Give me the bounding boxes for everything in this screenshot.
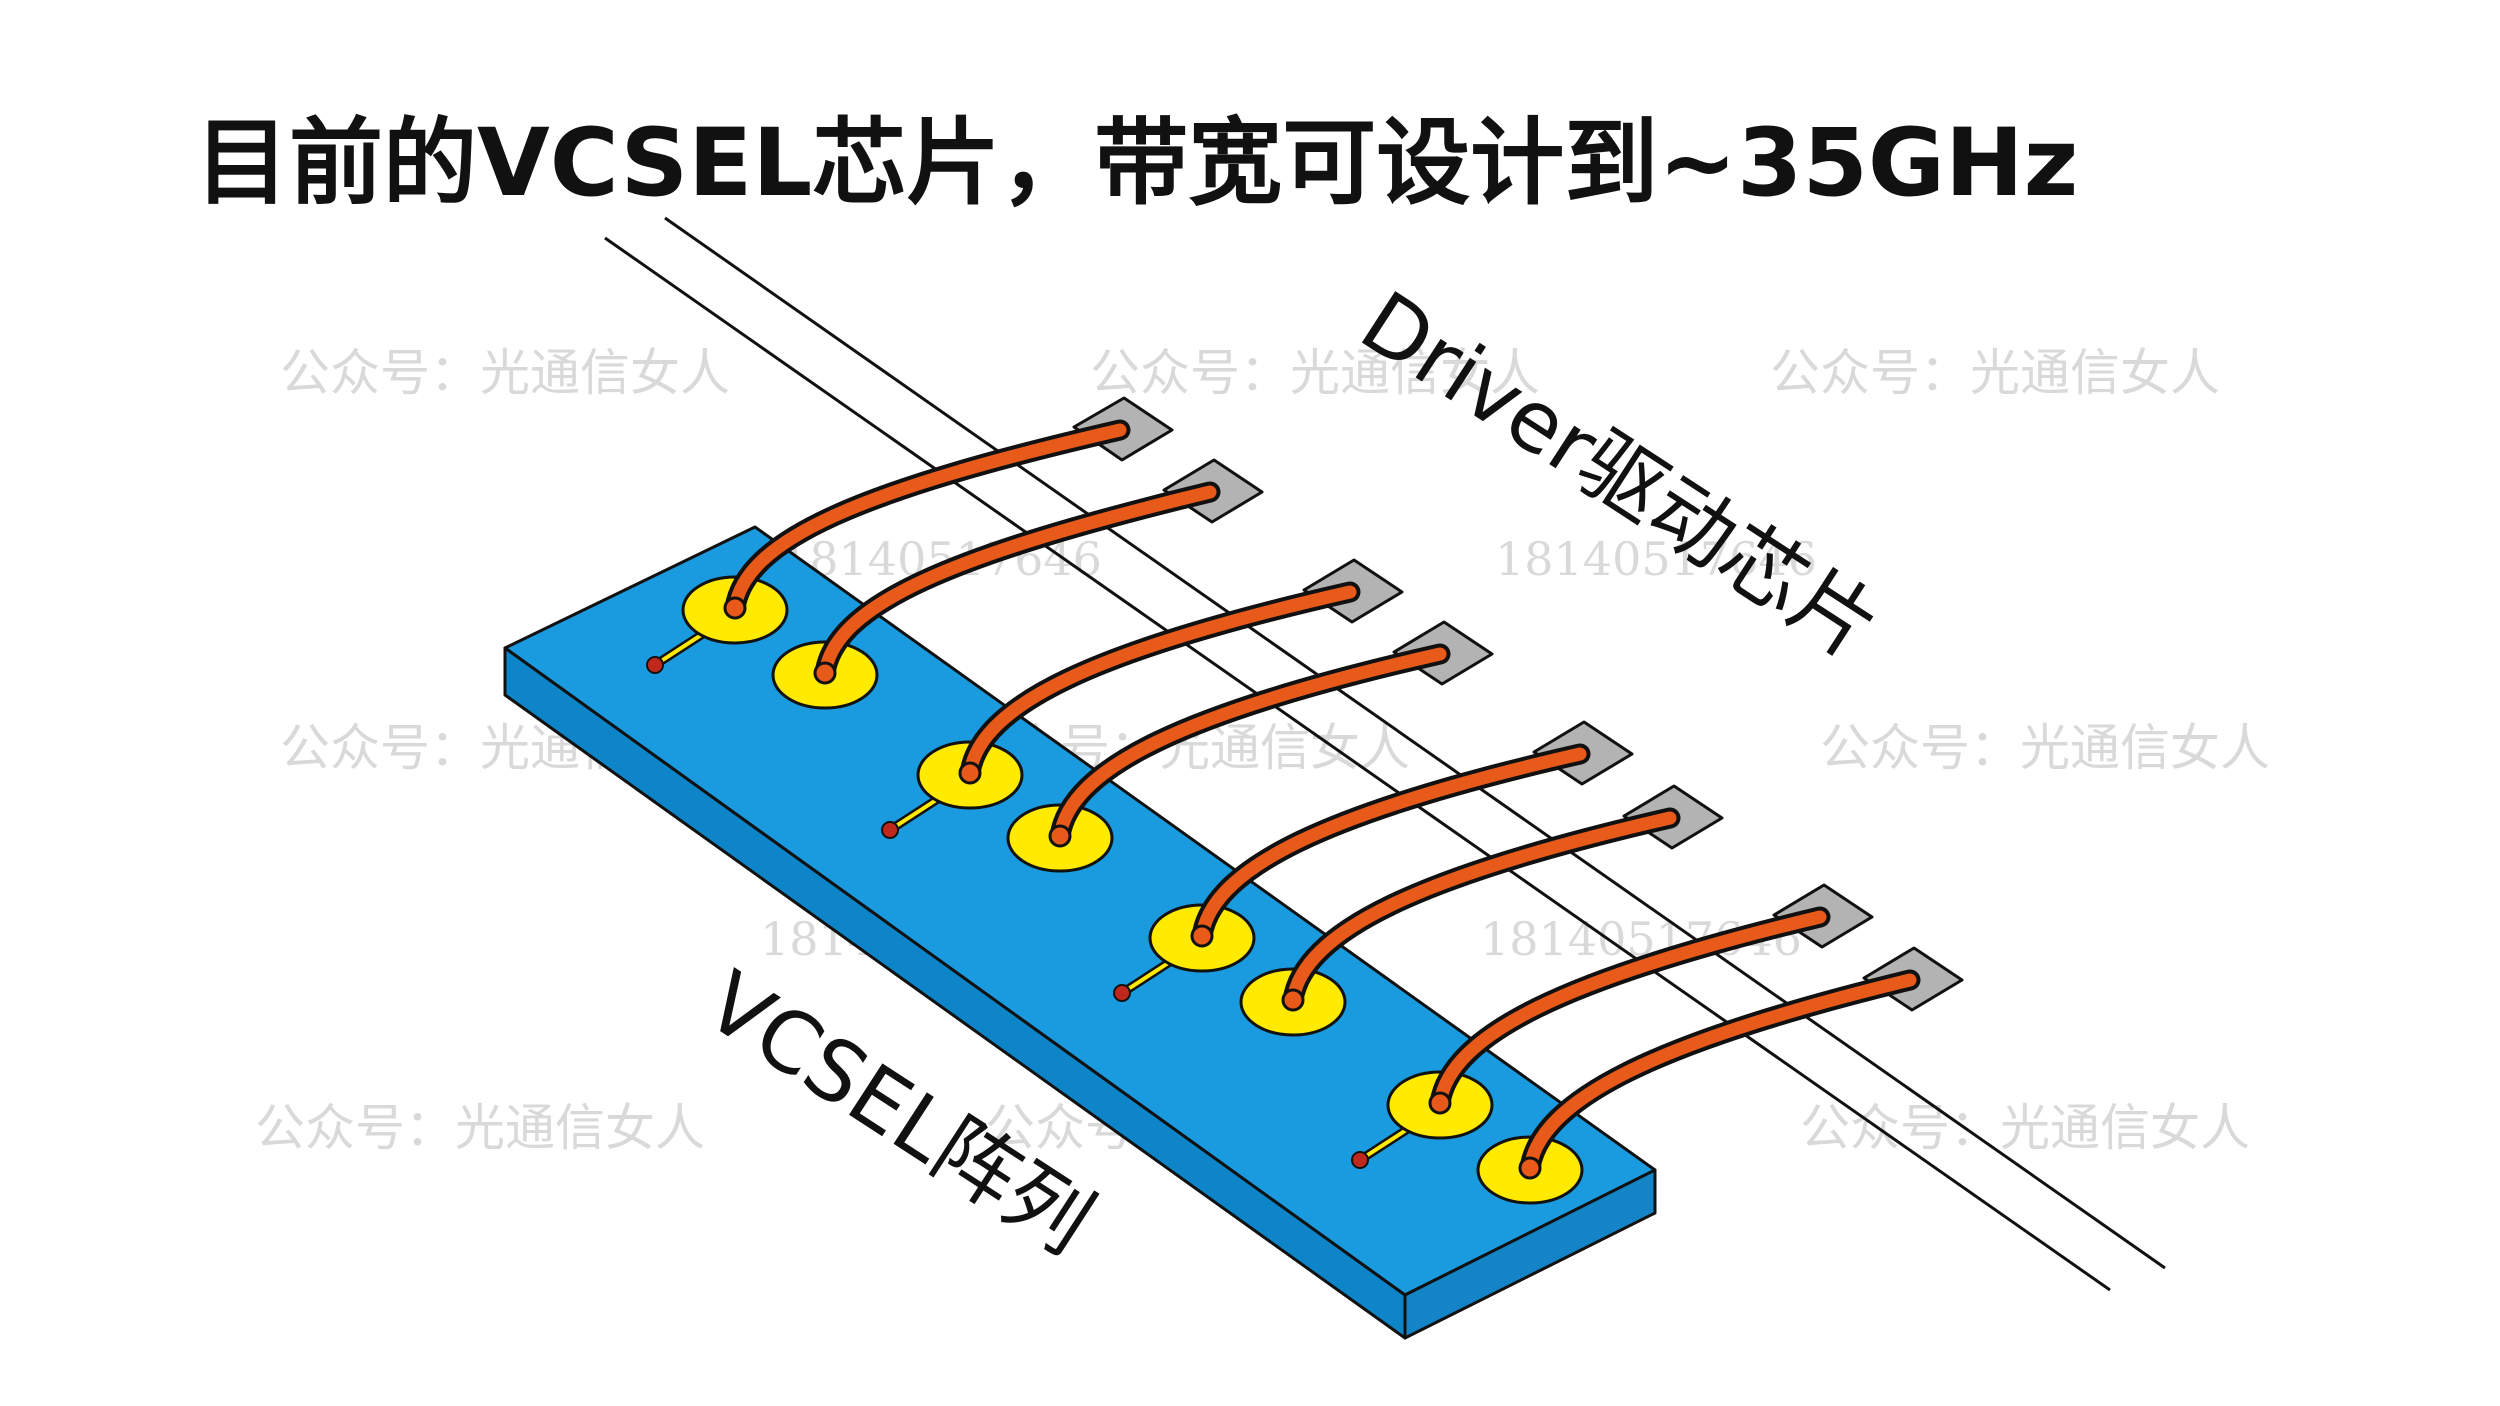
watermark-phone: 18140517646 — [1495, 532, 1817, 586]
driver-chip-label: Driver驱动芯片 — [1344, 273, 1896, 679]
emitter-dot — [1351, 1151, 1369, 1169]
driver-chip-edge-line — [664, 216, 2166, 1270]
bond-wire — [1286, 811, 1677, 1007]
watermark-account: 公众号：光通信女人 — [1820, 719, 2270, 777]
emitter-dot — [881, 821, 899, 839]
watermark-account: 公众号：光通信女人 — [1800, 1099, 2250, 1157]
bond-wire — [1053, 647, 1447, 843]
substrate-side-face — [1403, 1168, 1657, 1340]
bond-wire-group — [723, 419, 1921, 1180]
bond-wire — [963, 585, 1357, 780]
emitter-dot — [646, 656, 664, 674]
bond-wire — [818, 485, 1217, 680]
bond-wires — [728, 423, 1917, 1175]
watermark-account: 公众号：光通信女人 — [1770, 344, 2220, 402]
vcsel-array-substrate — [503, 525, 1657, 1340]
wire-bond-balls — [723, 596, 1542, 1180]
driver-chip-edge-line — [604, 236, 2111, 1292]
emitter-dot-group — [646, 656, 1369, 1169]
watermark-account: 公众号：光通信女人 — [1090, 344, 1540, 402]
bond-wire — [1195, 747, 1587, 943]
bond-wire — [728, 423, 1127, 615]
bond-wire — [1523, 973, 1917, 1175]
watermark-account: 公众号：光通信女人 — [255, 1099, 705, 1157]
watermark-account: 公众号：光通信女人 — [280, 344, 730, 402]
emitter-dot — [1113, 984, 1131, 1002]
bond-wire — [1433, 910, 1827, 1110]
page-title: 目前的VCSEL芯片，带宽可设计到~35GHz — [195, 109, 2078, 218]
